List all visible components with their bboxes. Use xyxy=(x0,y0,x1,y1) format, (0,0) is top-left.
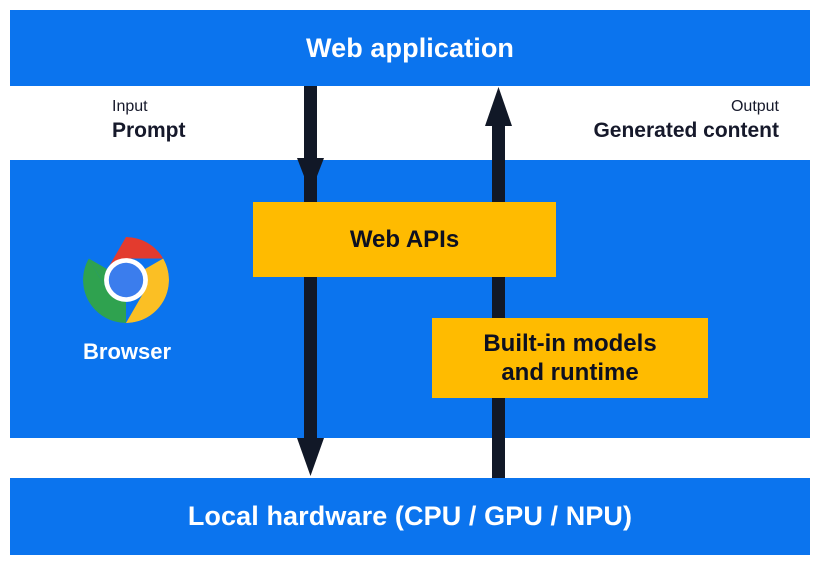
chrome-logo-icon xyxy=(83,237,169,323)
output-annotation: Output Generated content xyxy=(593,98,779,144)
box-web-apis-label: Web APIs xyxy=(349,225,460,253)
output-value-label: Generated content xyxy=(593,118,779,142)
box-builtin-models-label: Built-in models and runtime xyxy=(483,329,656,388)
box-builtin-models-line1: Built-in models xyxy=(483,329,657,357)
input-annotation: Input Prompt xyxy=(112,98,186,144)
band-web-application: Web application xyxy=(10,10,810,86)
output-kind-label: Output xyxy=(730,98,779,115)
band-web-application-label: Web application xyxy=(305,32,515,63)
input-kind-label: Input xyxy=(112,98,148,115)
band-local-hardware-label: Local hardware (CPU / GPU / NPU) xyxy=(187,501,633,531)
browser-mark-group: Browser xyxy=(83,237,172,365)
box-builtin-models: Built-in models and runtime xyxy=(432,318,708,398)
input-value-label: Prompt xyxy=(112,118,186,142)
band-local-hardware: Local hardware (CPU / GPU / NPU) xyxy=(10,478,810,555)
box-builtin-models-line2: and runtime xyxy=(501,359,639,386)
box-web-apis: Web APIs xyxy=(253,202,556,277)
browser-label: Browser xyxy=(83,339,172,364)
